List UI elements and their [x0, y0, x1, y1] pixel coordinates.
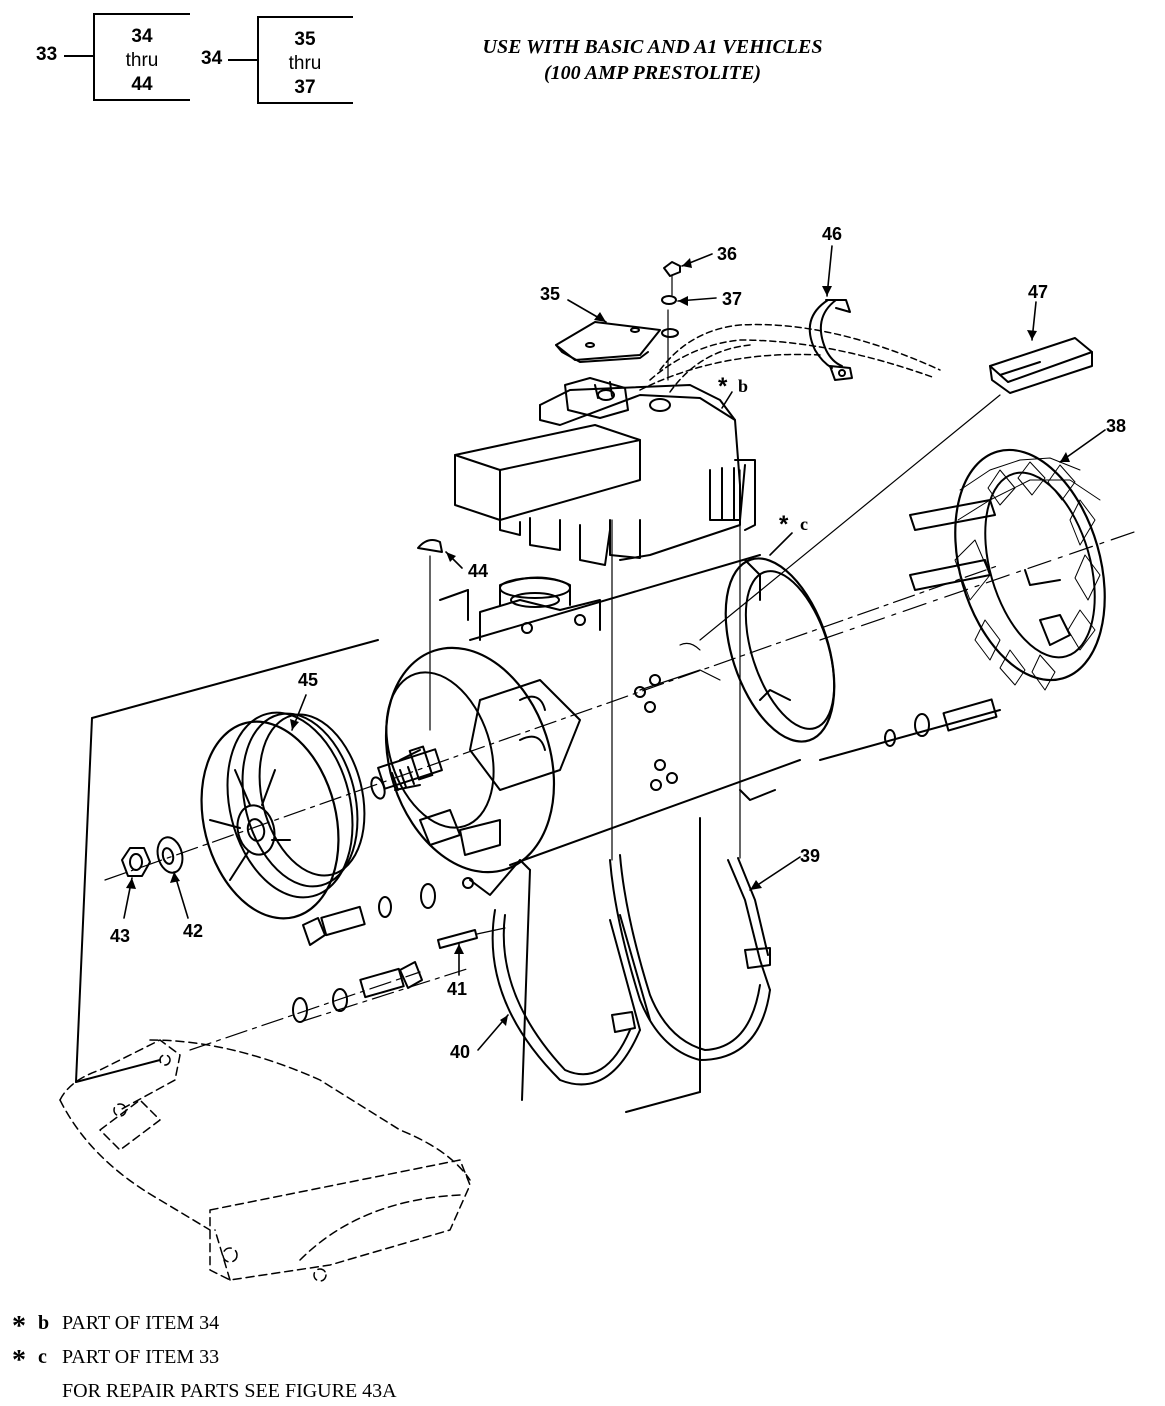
callout-35: 35 — [540, 284, 560, 304]
title-line-1: USE WITH BASIC AND A1 VEHICLES — [482, 36, 823, 58]
part-45-pulley — [200, 711, 366, 920]
footnote-c: * c PART OF ITEM 33 — [12, 1342, 397, 1376]
footnote-b: * b PART OF ITEM 34 — [12, 1308, 397, 1342]
part-39-strap — [609, 469, 771, 1061]
callout-41: 41 — [447, 979, 467, 999]
title-line-2: (100 AMP PRESTOLITE) — [543, 62, 762, 84]
part-46-clamp — [808, 299, 853, 381]
callout-b: b — [738, 376, 748, 396]
callout-38: 38 — [1106, 416, 1126, 436]
part-40-strap — [491, 909, 651, 1086]
hierarchy-connector — [228, 59, 258, 61]
callout-46: 46 — [822, 224, 842, 244]
rear-bolt — [884, 698, 998, 747]
hierarchy-range-start: 34 — [131, 26, 153, 47]
part-35-cover-plate — [555, 321, 679, 363]
callout-40: 40 — [450, 1042, 470, 1062]
part-44-key — [417, 539, 443, 731]
alternator-housing — [384, 554, 836, 896]
hierarchy-range-thru: thru — [288, 53, 322, 74]
callout-c: c — [800, 514, 808, 534]
screen-mesh — [954, 457, 1101, 691]
callout-arrowheads — [126, 258, 1070, 1026]
callout-37: 37 — [722, 289, 742, 309]
callout-leaders — [123, 245, 1106, 1051]
footnote-star: * — [12, 1345, 26, 1376]
callout-b-star: * — [718, 373, 728, 400]
mounting-bolt-upper — [302, 883, 436, 946]
hierarchy-box — [93, 13, 190, 101]
part-38-screen — [909, 448, 1106, 691]
callout-c-star: * — [779, 511, 789, 538]
footnote-letter: c — [38, 1346, 47, 1368]
part-43-nut — [121, 847, 151, 877]
hierarchy-range-end: 37 — [294, 77, 316, 98]
regulator-cover — [454, 377, 756, 566]
hierarchy-parent-label: 34 — [201, 48, 223, 69]
footnote-repair-reference: FOR REPAIR PARTS SEE FIGURE 43A — [62, 1380, 397, 1402]
hierarchy-parent-label: 33 — [36, 44, 58, 65]
hierarchy-range: 35 thru 37 — [257, 28, 353, 100]
wiring-harness — [639, 323, 941, 393]
exploded-view-diagram: 35 36 37 46 47 38 39 40 41 42 43 44 45 *… — [59, 224, 1141, 1282]
part-37-washer — [661, 295, 677, 305]
hierarchy-range-thru: thru — [125, 50, 159, 71]
callout-44: 44 — [468, 561, 488, 581]
part-36-screw — [663, 261, 681, 381]
part-47-cover — [989, 337, 1093, 394]
footnote-star: * — [12, 1311, 26, 1342]
part-41-pin — [437, 927, 506, 949]
callout-45: 45 — [298, 670, 318, 690]
hierarchy-box — [257, 16, 353, 104]
footnotes: * b PART OF ITEM 34 * c PART OF ITEM 33 FOR … — [12, 1308, 397, 1406]
bolt-axis-upper — [299, 967, 471, 1023]
callout-39: 39 — [800, 846, 820, 866]
alternator-shaft — [370, 745, 443, 800]
mounting-bracket — [59, 1039, 471, 1282]
callout-42: 42 — [183, 921, 203, 941]
hierarchy-connector — [64, 55, 94, 57]
hierarchy-range-start: 35 — [294, 29, 316, 50]
mounting-plane-lines — [75, 529, 1141, 1113]
part-42-washer — [156, 836, 184, 874]
bolt-axis-lower — [189, 971, 421, 1051]
center-axis — [104, 564, 1001, 881]
footnote-letter: b — [38, 1312, 50, 1334]
mounting-bolt-lower — [292, 961, 423, 1023]
callout-43: 43 — [110, 926, 130, 946]
figure-title: USE WITH BASIC AND A1 VEHICLES (100 AMP … — [380, 34, 925, 86]
callout-36: 36 — [717, 244, 737, 264]
callout-47: 47 — [1028, 282, 1048, 302]
footnote-text: PART OF ITEM 33 — [62, 1346, 220, 1368]
footnote-text: PART OF ITEM 34 — [62, 1312, 220, 1334]
hierarchy-range-end: 44 — [131, 74, 153, 95]
hierarchy-range: 34 thru 44 — [93, 25, 191, 97]
